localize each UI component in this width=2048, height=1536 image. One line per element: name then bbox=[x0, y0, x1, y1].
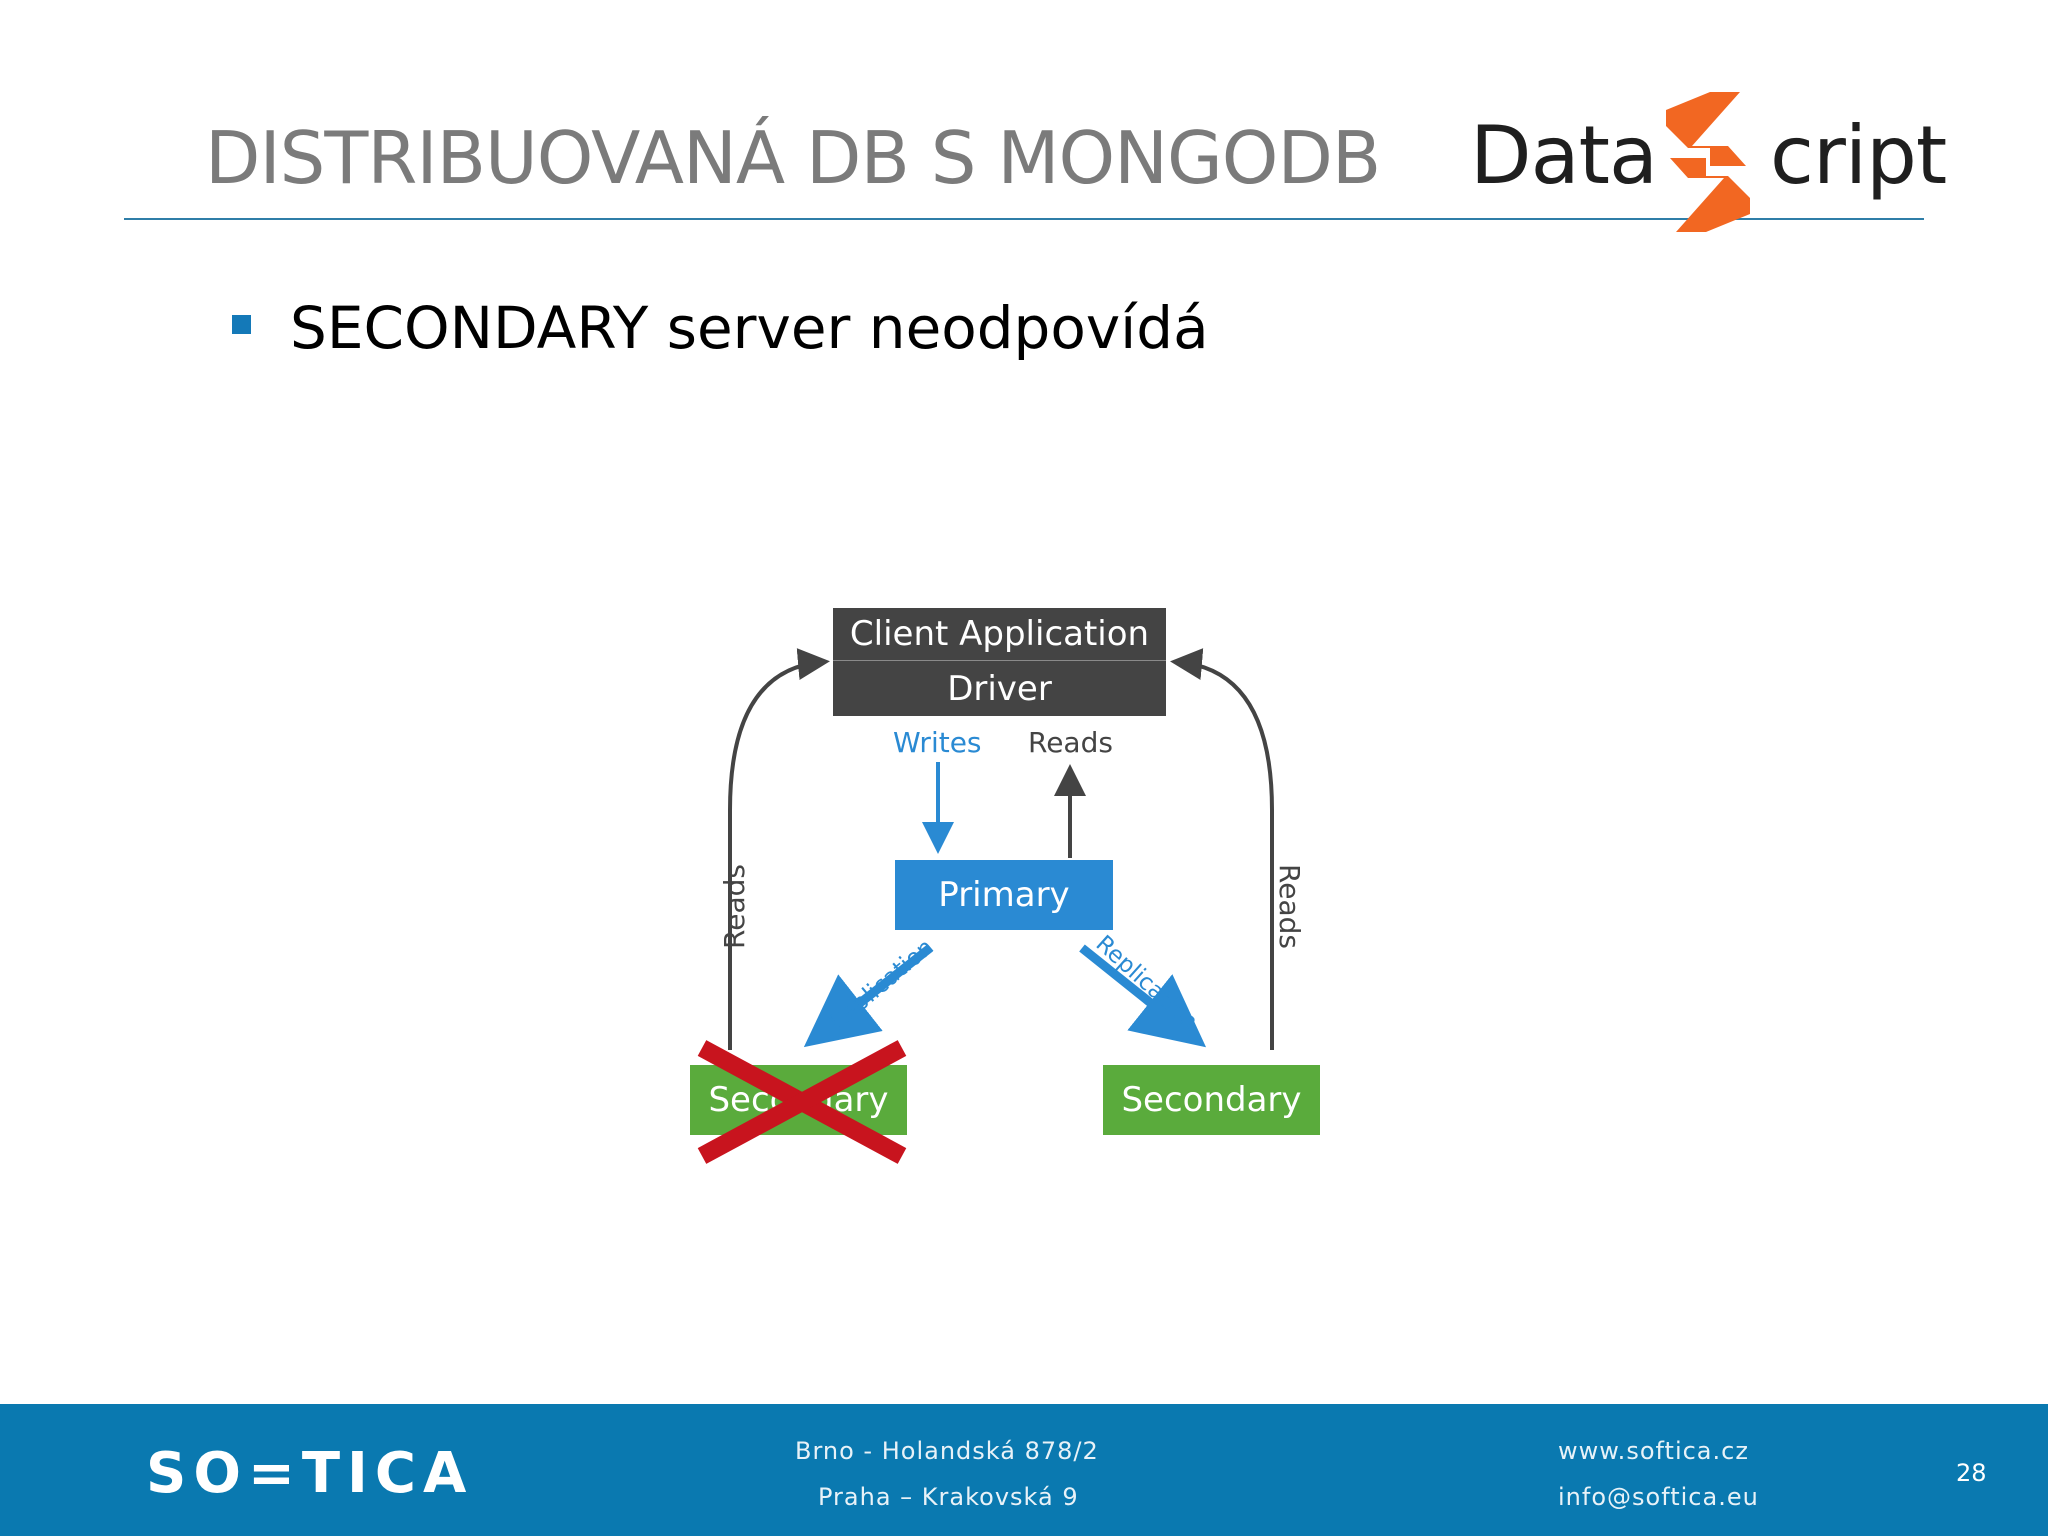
email-link[interactable]: info@softica.eu bbox=[1558, 1483, 1759, 1511]
logo-s-mark-icon bbox=[1666, 92, 1750, 232]
secondary-node-right: Secondary bbox=[1103, 1065, 1320, 1135]
bullet-marker bbox=[232, 315, 251, 334]
reads-label-right: Reads bbox=[1272, 864, 1306, 949]
primary-node: Primary bbox=[895, 860, 1113, 930]
slide-title: DISTRIBUOVANÁ DB S MONGODB bbox=[205, 116, 1381, 200]
website-link[interactable]: www.softica.cz bbox=[1558, 1437, 1749, 1465]
address-brno: Brno - Holandská 878/2 bbox=[795, 1437, 1099, 1465]
softica-logo: SO=TICA bbox=[146, 1441, 474, 1506]
client-application-box: Client Application bbox=[833, 608, 1166, 661]
logo-word-cript: cript bbox=[1770, 109, 1947, 202]
reads-left-arrow bbox=[728, 648, 830, 1050]
replica-set-diagram: Client Application Driver Writes Reads R… bbox=[690, 600, 1340, 1180]
datascript-logo: Data cript bbox=[1470, 88, 1947, 236]
address-praha: Praha – Krakovská 9 bbox=[818, 1483, 1079, 1511]
writes-label: Writes bbox=[893, 726, 982, 759]
diagram-connectors bbox=[728, 648, 1274, 1050]
reads-label-top: Reads bbox=[1028, 726, 1113, 759]
secondary-node-left: Secondary bbox=[690, 1065, 907, 1135]
reads-label-left: Reads bbox=[717, 864, 751, 949]
driver-box: Driver bbox=[833, 661, 1166, 716]
bullet-text: SECONDARY server neodpovídá bbox=[290, 294, 1209, 362]
footer-bar: SO=TICA Brno - Holandská 878/2 Praha – K… bbox=[0, 1404, 2048, 1536]
replication-right-arrow bbox=[1079, 944, 1207, 1048]
logo-word-data: Data bbox=[1470, 109, 1658, 202]
title-divider bbox=[124, 218, 1924, 220]
page-number: 28 bbox=[1956, 1459, 1987, 1487]
reads-right-arrow bbox=[1170, 648, 1274, 1050]
replication-left-arrow bbox=[803, 944, 933, 1048]
